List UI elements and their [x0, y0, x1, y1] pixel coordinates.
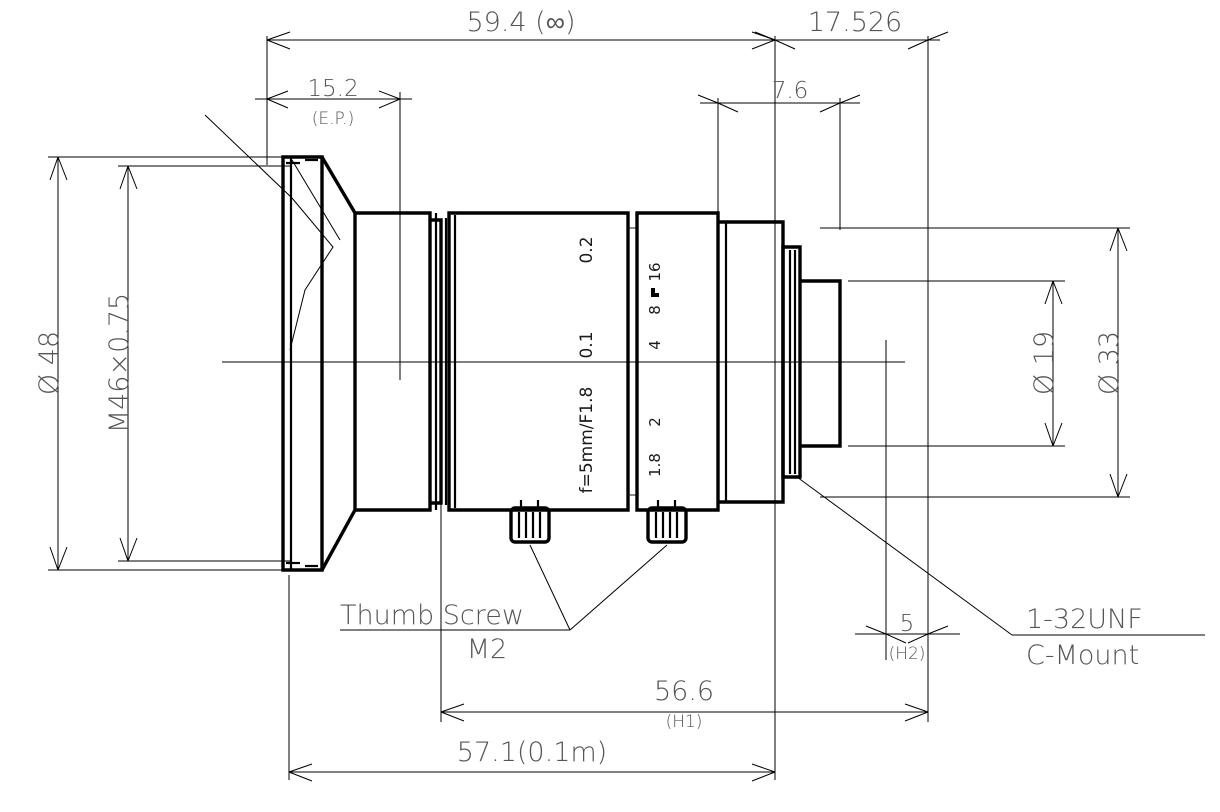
- aperture-scale-2: 2: [646, 417, 664, 427]
- dim-front-thread: M46×0.75: [104, 293, 135, 433]
- aperture-scale-1-8: 1.8: [646, 453, 664, 477]
- barrel-spec-marking: f=5mm/F1.8: [577, 387, 597, 494]
- dim-flange-offset: 7.6: [772, 78, 809, 104]
- dimension-lines: [49, 31, 1128, 782]
- extension-lines: [48, 36, 1130, 780]
- dim-housing-length-note: (H1): [666, 712, 703, 732]
- callout-thumb-screw-label: Thumb Screw: [340, 600, 524, 631]
- aperture-scale-8: 8: [646, 305, 664, 315]
- center-line: [222, 345, 905, 380]
- dim-mount-diameter: Ø 19: [1029, 331, 1060, 395]
- dim-mount-length-note: (H2): [889, 644, 926, 664]
- thumb-screw-rear: [646, 500, 688, 544]
- callout-thumb-screw-size: M2: [467, 634, 507, 665]
- callout-mount-type: C-Mount: [1026, 640, 1139, 671]
- focus-scale-0-2: 0.2: [577, 236, 597, 263]
- dim-housing-length: 56.6: [654, 676, 714, 707]
- lens-body-outline: [281, 155, 842, 572]
- callout-underlines: [340, 629, 1205, 636]
- dim-entrance-pupil-note: (E.P.): [312, 109, 354, 129]
- dim-overall-infinity: 59.4 (∞): [466, 7, 575, 38]
- aperture-index-mark: [651, 288, 659, 297]
- aperture-scale-4: 4: [646, 340, 664, 350]
- focus-scale-0-1: 0.1: [577, 331, 597, 358]
- dim-overall-close-focus: 57.1(0.1m): [457, 737, 607, 768]
- dim-mount-length: 5: [900, 611, 915, 637]
- dim-rear-diameter: Ø 33: [1094, 331, 1125, 395]
- dim-entrance-pupil: 15.2: [307, 76, 358, 102]
- dim-back-section: 17.526: [808, 7, 902, 38]
- thumb-screw-front: [509, 500, 551, 544]
- callout-mount-thread: 1-32UNF: [1026, 604, 1143, 635]
- dim-front-diameter: Ø 48: [34, 331, 65, 395]
- aperture-scale-16: 16: [646, 262, 664, 281]
